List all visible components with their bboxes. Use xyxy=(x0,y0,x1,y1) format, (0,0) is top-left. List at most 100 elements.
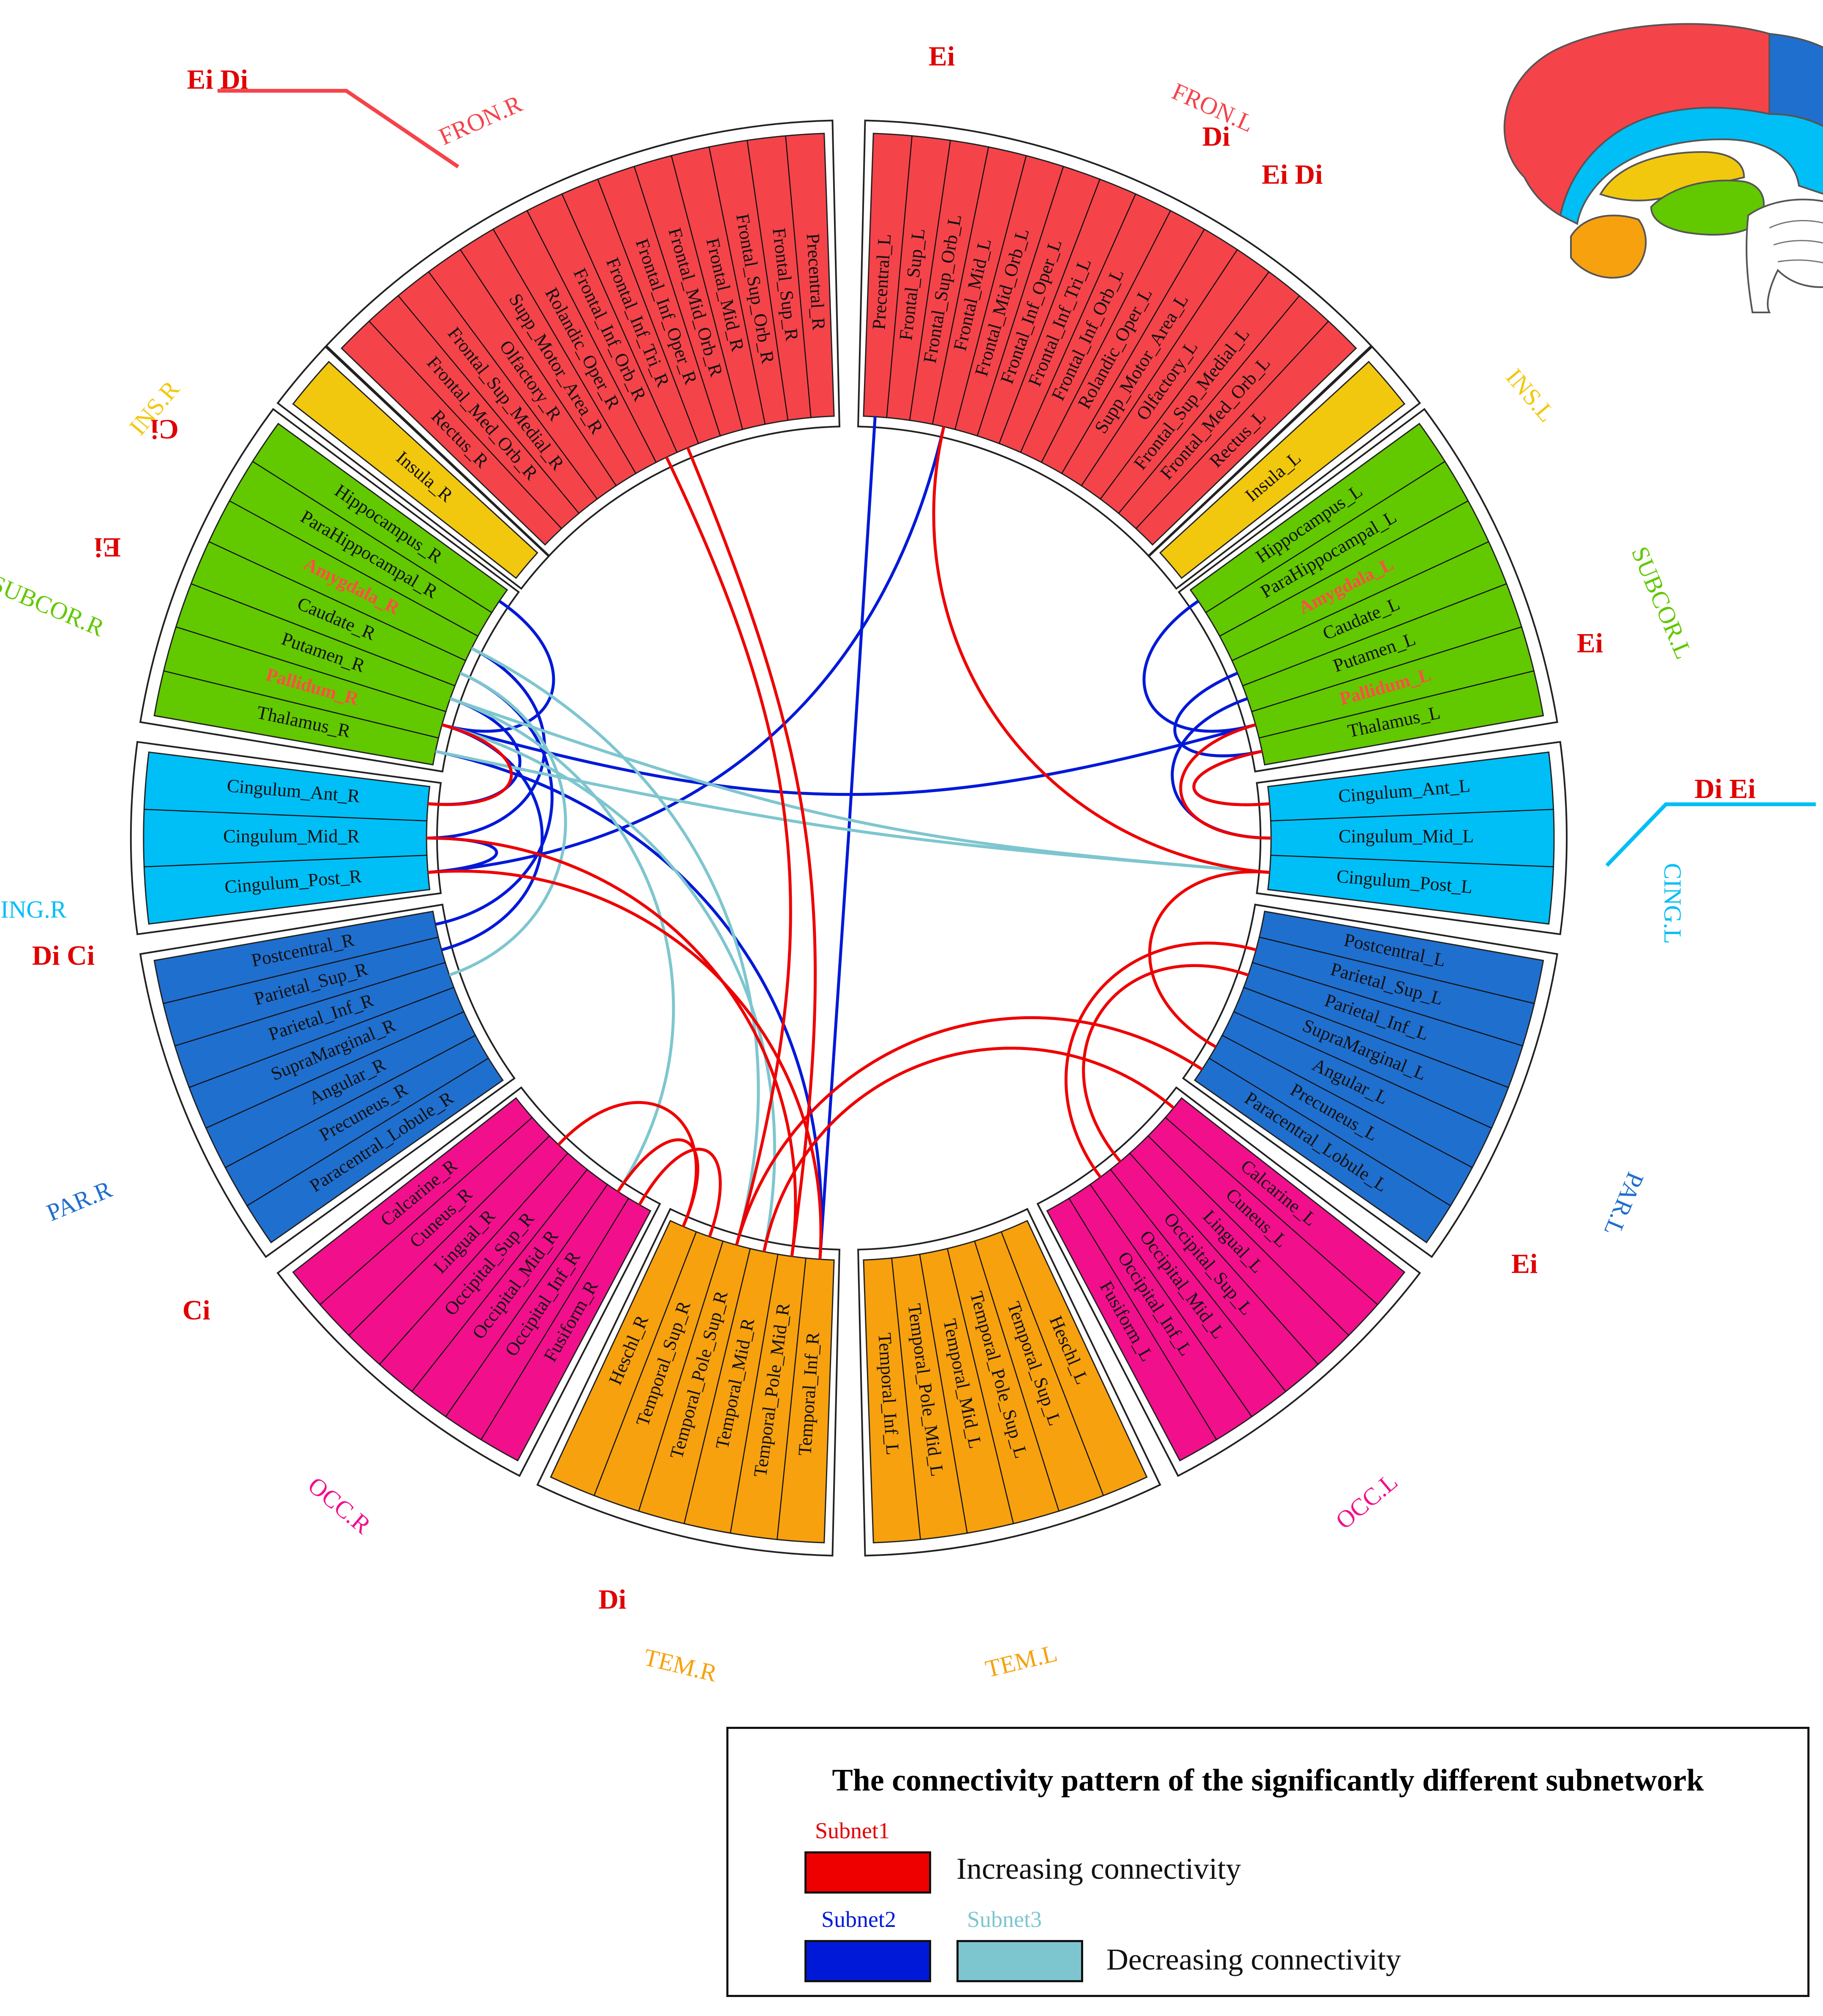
region-divider xyxy=(974,1241,1060,1511)
cing-l-callout-line xyxy=(1605,802,1816,867)
region-divider xyxy=(369,320,562,529)
region-divider xyxy=(348,1135,550,1336)
fron-r-callout-line xyxy=(217,89,459,168)
legend-increasing-label: Increasing connectivity xyxy=(956,1852,1241,1886)
region-divider xyxy=(954,155,1027,430)
link-subnet2 xyxy=(428,426,945,874)
legend-subnet1-swatch xyxy=(804,1851,931,1894)
region-divider xyxy=(176,626,446,712)
group-label: CING.R xyxy=(0,895,67,923)
region-divider xyxy=(886,136,913,418)
region-divider xyxy=(1000,1232,1104,1496)
occ-r-segment xyxy=(292,1097,652,1462)
marker-label: Ei Di xyxy=(1262,159,1323,190)
region-divider xyxy=(445,1184,608,1417)
group-label: CING.L xyxy=(1659,863,1687,944)
marker-label: Ei xyxy=(929,41,955,72)
region-divider xyxy=(638,1241,724,1511)
region-divider xyxy=(229,500,478,637)
region-divider xyxy=(1252,962,1523,1047)
region-divider xyxy=(1068,1198,1217,1440)
region-divider xyxy=(1147,1135,1349,1336)
region-divider xyxy=(683,1248,751,1524)
ins-l-segment xyxy=(1159,361,1406,579)
region-divider xyxy=(1259,936,1535,1004)
region-divider xyxy=(1118,295,1300,514)
legend-title: The connectivity pattern of the signific… xyxy=(832,1763,1704,1798)
legend-subnet3-label: Subnet3 xyxy=(967,1907,1042,1932)
region-divider xyxy=(190,583,455,686)
marker-label: Ei xyxy=(95,532,121,563)
region-divider xyxy=(144,809,427,822)
connection-links xyxy=(426,416,1271,1259)
region-divider xyxy=(891,1258,921,1540)
region-divider xyxy=(932,147,989,425)
marker-label: Ci xyxy=(151,414,179,445)
region-divider xyxy=(411,1169,588,1392)
group-label: SUBCOR.L xyxy=(1626,543,1698,663)
region-divider xyxy=(527,210,657,463)
link-subnet2 xyxy=(1142,600,1256,733)
region-divider xyxy=(785,136,812,418)
link-subnet3 xyxy=(448,672,567,977)
region-divider xyxy=(633,166,721,436)
region-divider xyxy=(1081,249,1238,486)
region-divider xyxy=(777,1258,807,1540)
region-divider xyxy=(1259,670,1534,739)
region-divider xyxy=(492,229,636,474)
region-divider xyxy=(1136,320,1329,529)
region-divider xyxy=(252,461,492,613)
region-divider xyxy=(481,1198,629,1440)
region-divider xyxy=(730,1254,779,1533)
subcor-l-segment xyxy=(1189,423,1544,766)
legend-subnet2-label: Subnet2 xyxy=(821,1907,897,1932)
region-divider xyxy=(320,1117,533,1305)
group-label: INS.L xyxy=(1501,363,1561,427)
link-subnet2 xyxy=(441,723,544,952)
group-label: PAR.R xyxy=(43,1175,116,1226)
group-label: SUBCOR.R xyxy=(0,570,109,642)
fron-r-segment xyxy=(340,133,835,546)
region-divider xyxy=(1129,1153,1319,1365)
par-l-segment xyxy=(1194,910,1544,1243)
legend-decreasing-label: Decreasing connectivity xyxy=(1106,1943,1401,1976)
link-subnet1 xyxy=(686,447,817,1257)
link-subnet2 xyxy=(435,750,823,1259)
legend-subnet1-label: Subnet1 xyxy=(815,1818,890,1843)
link-subnet1 xyxy=(426,836,797,1257)
subcor-r-segment xyxy=(153,423,508,766)
brain-icon xyxy=(1503,23,1823,313)
legend-subnet2-swatch xyxy=(804,1940,931,1982)
link-subnet2 xyxy=(441,600,555,733)
link-subnet1 xyxy=(1179,723,1271,840)
tem-l-segment xyxy=(863,1220,1148,1544)
ins-r-segment xyxy=(292,361,538,579)
link-subnet3 xyxy=(435,750,1270,874)
region-divider xyxy=(747,140,789,421)
marker-label: Ei xyxy=(1511,1248,1538,1279)
region-divider xyxy=(459,249,617,486)
link-subnet3 xyxy=(441,723,776,1252)
link-subnet3 xyxy=(471,647,760,1245)
region-divider xyxy=(1020,193,1136,453)
region-divider xyxy=(225,1035,476,1168)
region-divider xyxy=(1165,1117,1378,1305)
region-divider xyxy=(163,670,439,739)
legend: The connectivity pattern of the signific… xyxy=(726,1727,1809,1997)
link-subnet1 xyxy=(557,1101,698,1227)
marker-label: Di Ci xyxy=(32,940,95,971)
fron-l-segment xyxy=(863,133,1357,546)
region-divider xyxy=(1061,229,1205,474)
region-divider xyxy=(593,1232,697,1496)
region-divider xyxy=(206,1011,465,1129)
link-subnet1 xyxy=(735,1016,1203,1245)
region-divider xyxy=(1219,500,1469,637)
region-divider xyxy=(1271,855,1554,868)
region-divider xyxy=(597,179,699,444)
group-label: TEM.L xyxy=(983,1639,1060,1682)
link-subnet1 xyxy=(762,1047,1175,1252)
region-divider xyxy=(708,147,766,425)
group-label: OCC.R xyxy=(303,1471,376,1539)
